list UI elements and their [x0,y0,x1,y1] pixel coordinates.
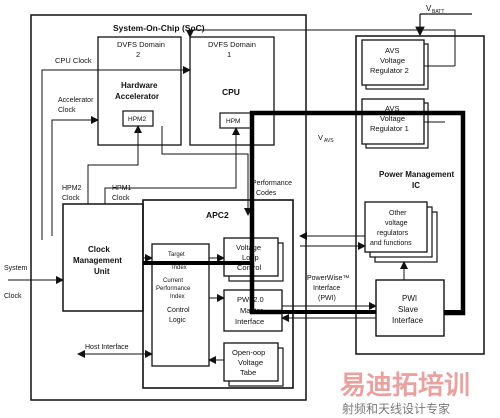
perf-codes-2: Codes [256,190,277,197]
watermark-title: 易迪拓培训 [340,371,470,401]
perf-codes-1: Performance [252,180,292,187]
control-logic-2: Logic [169,317,186,324]
powerwise-2: Interface [313,285,340,292]
hpm2-label: HPM2 [128,116,146,123]
target-index-1: Target [168,252,185,258]
system-clock-2: Clock [4,293,22,300]
avs2-supply [186,29,456,66]
hw-accel-2: Accelerator [115,92,159,101]
dvfs2-title-1: DVFS Domain [117,40,165,49]
apc2-label: APC2 [206,210,229,220]
pwi-slave-2: Slave [398,305,419,314]
system-clock-1: System [4,265,28,272]
dvfs1-title-1: DVFS Domain [208,40,256,49]
other-regs-2: voltage [385,220,408,227]
perf-codes-line [161,126,252,216]
current-index-2: Performance [156,286,191,292]
current-index-3: Index [170,294,185,300]
control-logic-1: Control [167,307,190,314]
cmu-box [62,203,144,312]
cpu-clock-line [41,66,191,240]
dvfs2-title-2: 2 [136,50,140,59]
vlc-1: Voltage [236,243,261,252]
avs2-3: Regulator 2 [370,66,409,75]
dvfs2-box [97,36,182,146]
powerwise-1: PowerWise™ [307,275,349,282]
avs1-3: Regulator 1 [370,124,409,133]
hw-accel-1: Hardware [121,81,158,90]
hpm2-clock-1: HPM2 [62,185,82,192]
pwi-slave-3: Interface [392,316,424,325]
avs1-2: Voltage [380,114,405,123]
hpm1-clock-2: Clock [112,195,130,202]
accel-clock-1: Accelerator [58,97,94,104]
dvfs1-box [189,36,275,146]
soc-title: System-On-Chip (SoC) [113,23,205,33]
pmic-title-1: Power Management [379,170,454,179]
vbatt-label: V [426,4,432,13]
current-index-1: Current [163,278,183,284]
hpm1-clock-1: HPM1 [112,185,132,192]
target-index-2: Index [172,265,187,271]
other-regs-1: Other [389,210,407,217]
other-regs-4: and functions [370,240,412,247]
pwi-slave-box [375,279,445,337]
apc2-box [142,199,294,389]
cmu-1: Clock [88,245,110,254]
host-interface-label: Host Interface [85,344,129,351]
bold-loop-main [249,110,466,316]
pwi-master-3: Interface [235,317,264,326]
vavs-label: V [318,133,323,142]
olvt-1: Open-oop [232,348,265,357]
dvfs1-title-2: 1 [227,50,231,59]
cmu-3: Unit [94,267,110,276]
olvt-2: Voltage [238,358,263,367]
hpm1-label: HPM [226,118,240,125]
other-regs-box [364,201,428,253]
avs1-1: AVS [385,104,399,113]
soc-border [30,14,307,401]
avs2-1: AVS [385,46,399,55]
hpm2-clock-line [87,125,142,215]
accel-clock-2: Clock [58,107,76,114]
pwi-slave-1: PWI [402,294,417,303]
bold-loop-path [444,122,465,314]
hpm1-clock-line [104,127,240,215]
vavs-sub: AVS [324,138,334,144]
olvt-box [223,342,279,382]
avs2-box [361,39,425,86]
cmu-2: Management [73,256,122,265]
accel-clock-line [51,116,99,236]
pmic-title-2: IC [412,181,420,190]
cpu-label: CPU [222,87,240,97]
cpu-clock-label: CPU Clock [55,56,92,65]
hpm2-clock-2: Clock [62,195,80,202]
other-regs-3: regulators [377,230,409,237]
olvt-3: Tabe [240,368,256,377]
vbatt-sub: BATT [432,9,444,15]
avs2-2: Voltage [380,56,405,65]
watermark-subtitle: 射频和天线设计专家 [342,401,450,416]
powerwise-3: (PWI) [318,295,336,302]
vlc-3: Control [237,263,262,272]
